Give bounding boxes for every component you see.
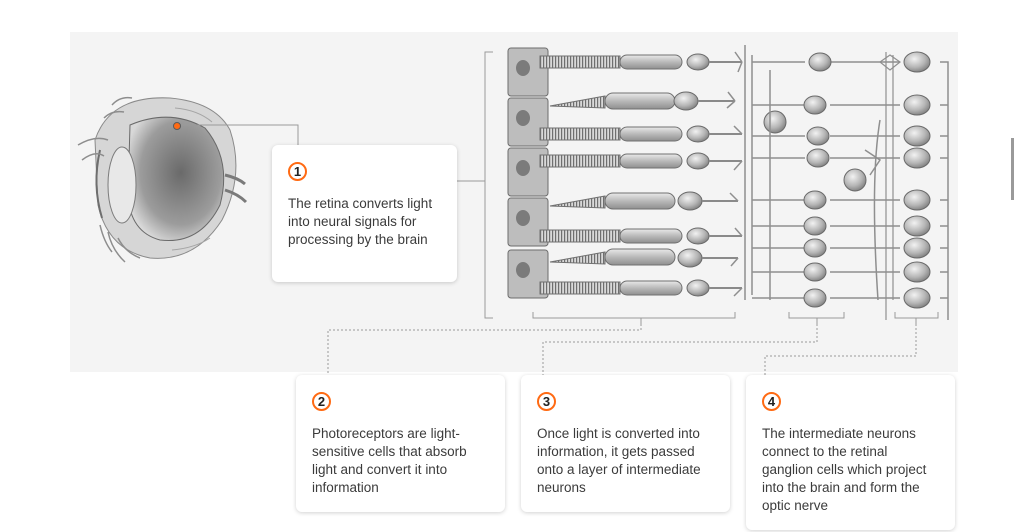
step-number-badge: 2 xyxy=(312,392,331,411)
dotted-connectors xyxy=(327,324,917,376)
callout-card-4: 4 The intermediate neurons connect to th… xyxy=(746,375,955,530)
callout-text: Once light is converted into information… xyxy=(537,426,701,495)
callout-text: The retina converts light into neural si… xyxy=(288,196,433,247)
callout-card-1: 1 The retina converts light into neural … xyxy=(272,145,457,282)
scroll-edge-tab[interactable] xyxy=(1011,138,1014,200)
connector-lines xyxy=(181,51,939,324)
step-number-badge: 1 xyxy=(288,162,307,181)
callout-card-3: 3 Once light is converted into informati… xyxy=(521,375,730,512)
retina-layer-illustration xyxy=(507,45,949,320)
eye-cross-section-illustration xyxy=(77,96,248,263)
callout-text: The intermediate neurons connect to the … xyxy=(762,426,927,513)
step-number-badge: 3 xyxy=(537,392,556,411)
step-number-badge: 4 xyxy=(762,392,781,411)
callout-text: Photoreceptors are light-sensitive cells… xyxy=(312,426,467,495)
callout-card-2: 2 Photoreceptors are light-sensitive cel… xyxy=(296,375,505,512)
